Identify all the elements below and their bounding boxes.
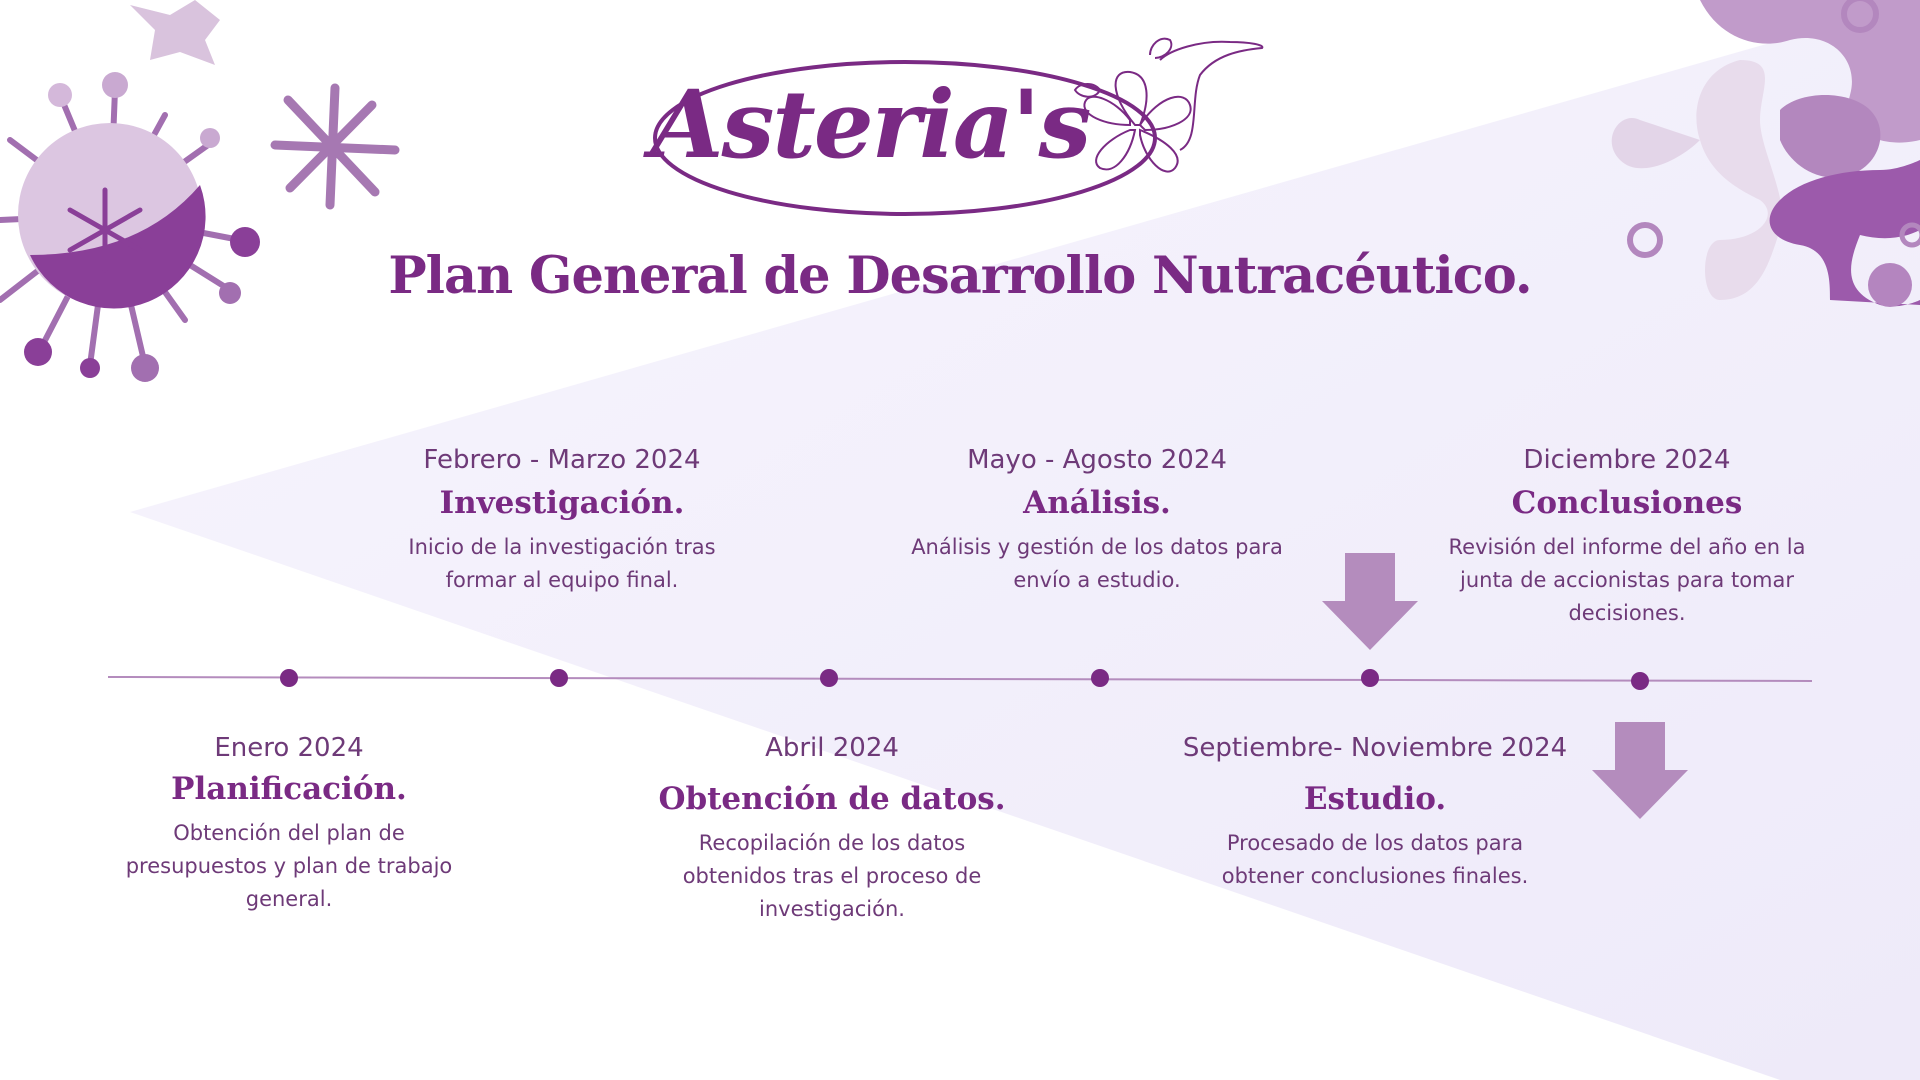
background-wedge bbox=[130, 0, 1920, 1080]
brand-logo: Asteria's bbox=[651, 60, 1092, 190]
timeline-marker bbox=[280, 669, 298, 687]
timeline-markers bbox=[280, 669, 1649, 690]
virus-icon bbox=[0, 72, 260, 382]
timeline-marker bbox=[1361, 669, 1379, 687]
arrow-down-icon bbox=[1592, 722, 1688, 819]
event-title: Obtención de datos. bbox=[658, 781, 1006, 817]
timeline-event-estudio: Septiembre- Noviembre 2024 Estudio. Proc… bbox=[1175, 731, 1575, 893]
star-icon bbox=[130, 0, 220, 65]
event-description: Inicio de la investigación tras formar a… bbox=[408, 535, 716, 592]
flower-icon bbox=[1073, 37, 1264, 173]
event-date: Septiembre- Noviembre 2024 bbox=[1182, 733, 1568, 763]
event-date: Diciembre 2024 bbox=[1523, 445, 1731, 475]
timeline-marker bbox=[1091, 669, 1109, 687]
timeline-axis bbox=[107, 676, 1813, 682]
timeline-event-planificacion: Enero 2024 Planificación. Obtención del … bbox=[89, 731, 489, 916]
event-date: Mayo - Agosto 2024 bbox=[967, 445, 1227, 475]
event-description: Revisión del informe del año en la junta… bbox=[1448, 535, 1806, 625]
event-description: Obtención del plan de presupuestos y pla… bbox=[125, 821, 453, 911]
event-title: Investigación. bbox=[439, 485, 685, 521]
event-date: Febrero - Marzo 2024 bbox=[423, 445, 701, 475]
event-description: Procesado de los datos para obtener conc… bbox=[1221, 831, 1529, 888]
page-title: Plan General de Desarrollo Nutracéutico. bbox=[388, 246, 1532, 306]
event-title: Conclusiones bbox=[1511, 485, 1743, 521]
event-date: Abril 2024 bbox=[765, 733, 899, 763]
molecule-icon bbox=[1611, 0, 1920, 307]
timeline-event-obtencion: Abril 2024 Obtención de datos. Recopilac… bbox=[632, 731, 1032, 926]
event-title: Análisis. bbox=[1023, 485, 1171, 521]
arrow-down-icon bbox=[1322, 553, 1418, 650]
brand-name: Asteria's bbox=[650, 70, 1092, 180]
event-date: Enero 2024 bbox=[214, 733, 364, 763]
timeline-event-conclusiones: Diciembre 2024 Conclusiones Revisión del… bbox=[1427, 443, 1827, 630]
event-title: Estudio. bbox=[1303, 781, 1447, 817]
asterisk-icon bbox=[270, 83, 400, 210]
logo-mark bbox=[653, 37, 1264, 216]
event-description: Recopilación de los datos obtenidos tras… bbox=[682, 831, 982, 921]
timeline-marker bbox=[550, 669, 568, 687]
timeline-event-investigacion: Febrero - Marzo 2024 Investigación. Inic… bbox=[362, 443, 762, 597]
event-description: Análisis y gestión de los datos para env… bbox=[911, 535, 1283, 592]
timeline-marker bbox=[820, 669, 838, 687]
timeline-marker bbox=[1631, 672, 1649, 690]
timeline-event-analisis: Mayo - Agosto 2024 Análisis. Análisis y … bbox=[897, 443, 1297, 597]
event-title: Planificación. bbox=[171, 771, 407, 807]
